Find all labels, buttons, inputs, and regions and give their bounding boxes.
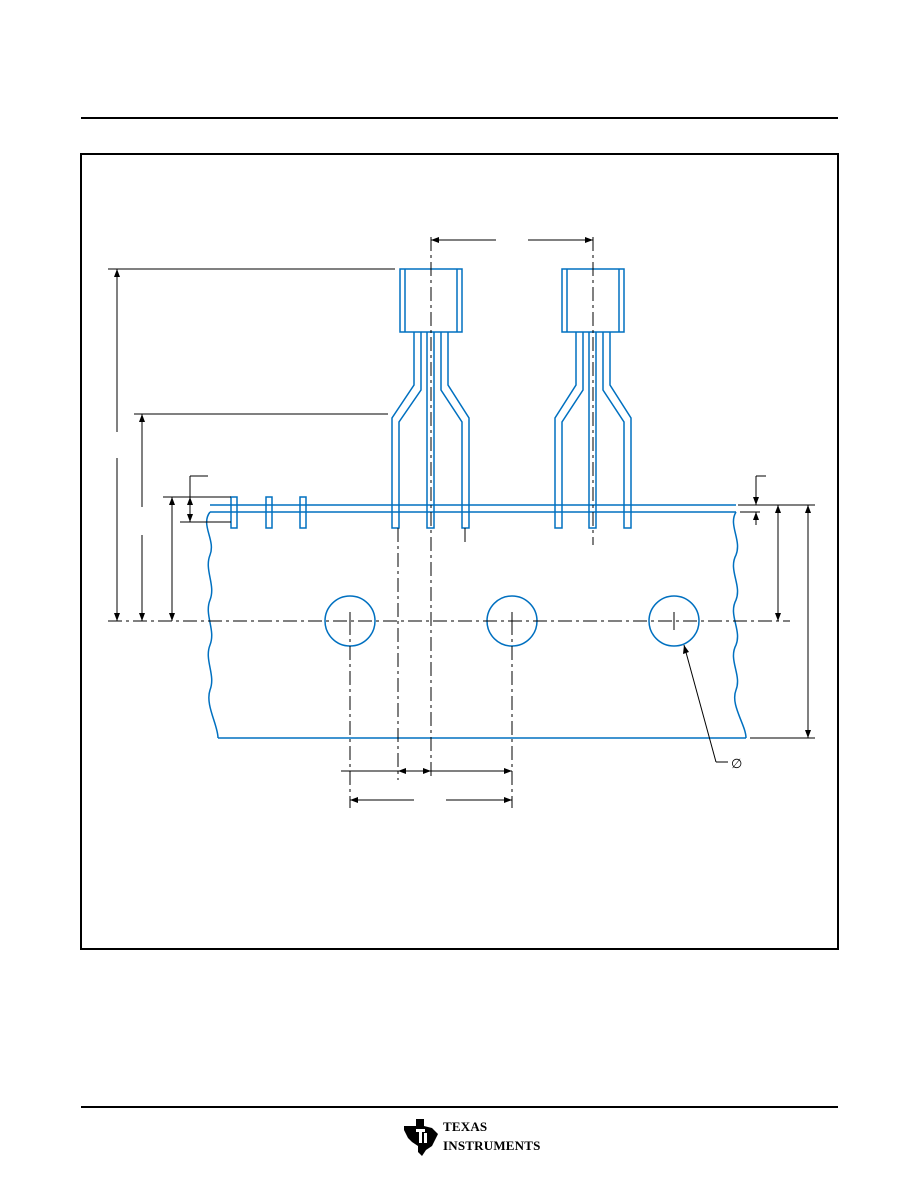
- footer-rule: [81, 1106, 838, 1108]
- brand-line-1: TEXAS: [443, 1119, 488, 1134]
- tape-outline: [205, 496, 747, 739]
- diameter-symbol: ∅: [731, 756, 742, 771]
- dimension-arrows: [114, 237, 811, 803]
- brand-line-2: INSTRUMENTS: [443, 1138, 541, 1153]
- ti-logo-icon: [404, 1119, 438, 1156]
- dimension-lines: [108, 239, 815, 801]
- center-lines: [108, 237, 790, 808]
- drawing-frame: [80, 153, 839, 950]
- header-rule: [81, 117, 838, 119]
- component-2: [554, 268, 632, 529]
- hole-crosshairs: [349, 612, 675, 630]
